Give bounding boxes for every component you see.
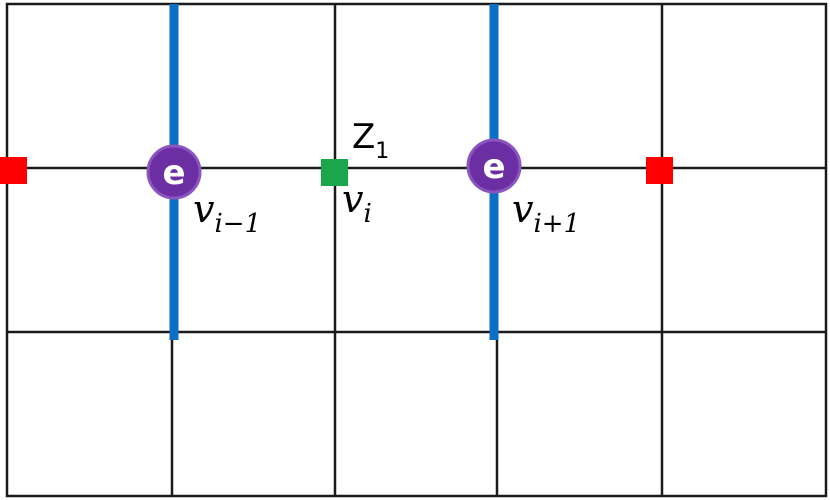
operator-subscript: 1 (375, 139, 389, 164)
vertex-label: vi+1 (512, 187, 580, 239)
endpoint-square (0, 157, 27, 184)
vertex-base: v (342, 177, 364, 221)
particle-label: e (482, 147, 505, 187)
vertex-subscript: i+1 (533, 209, 580, 239)
vertex-label: vi (342, 177, 372, 229)
particle-e: e (146, 144, 202, 200)
operator-label: Z1 (352, 117, 389, 164)
operator-base: Z (352, 117, 375, 157)
center-square (321, 159, 348, 186)
vertex-base: v (512, 187, 534, 231)
vertex-label: vi−1 (193, 187, 261, 239)
vertex-subscript: i−1 (214, 209, 261, 239)
particle-circle (146, 144, 202, 200)
endpoint-square (646, 157, 673, 184)
vertex-base: v (193, 187, 215, 231)
particle-label: e (162, 153, 185, 193)
particle-circle (466, 138, 522, 194)
grid-border (5, 2, 828, 498)
particle-e: e (466, 138, 522, 194)
vertex-subscript: i (363, 199, 371, 229)
